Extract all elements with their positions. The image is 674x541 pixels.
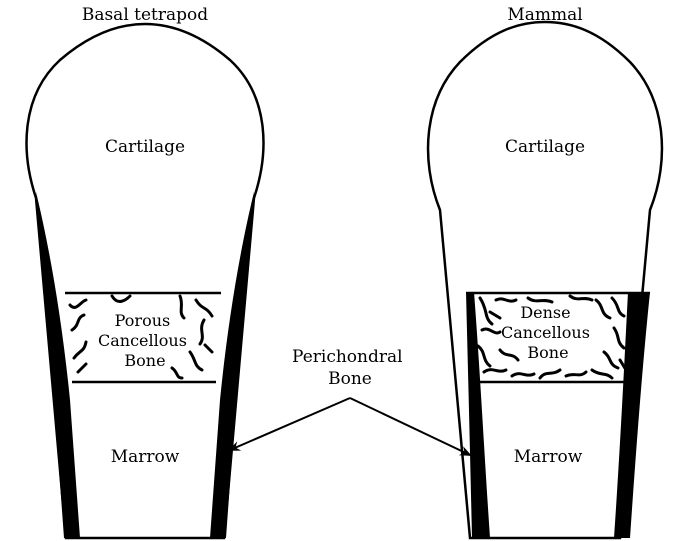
mammal-marrow-label: Marrow <box>514 447 583 467</box>
basal-cancellous-line-2: Cancellous <box>98 331 187 350</box>
basal-cartilage-label: Cartilage <box>105 137 185 157</box>
mammal-cartilage-label: Cartilage <box>505 137 585 157</box>
mammal-cancellous-line-3: Bone <box>527 343 568 362</box>
perichondral-pointer <box>230 398 470 455</box>
pointer-label-line-2: Bone <box>328 369 372 389</box>
pointer-arrow-right <box>350 398 470 455</box>
pointer-label: Perichondral Bone <box>292 347 408 389</box>
pointer-arrow-left <box>230 398 350 450</box>
mammal-cancellous-line-1: Dense <box>520 303 570 322</box>
basal-cancellous-line-3: Bone <box>124 351 165 370</box>
mammal-cancellous-line-2: Cancellous <box>501 323 590 342</box>
pointer-label-line-1: Perichondral <box>292 347 403 367</box>
basal-marrow-label: Marrow <box>111 447 180 467</box>
basal-tetrapod-title: Basal tetrapod <box>82 5 208 25</box>
basal-cancellous-line-1: Porous <box>115 311 171 330</box>
mammal-title: Mammal <box>507 5 582 25</box>
